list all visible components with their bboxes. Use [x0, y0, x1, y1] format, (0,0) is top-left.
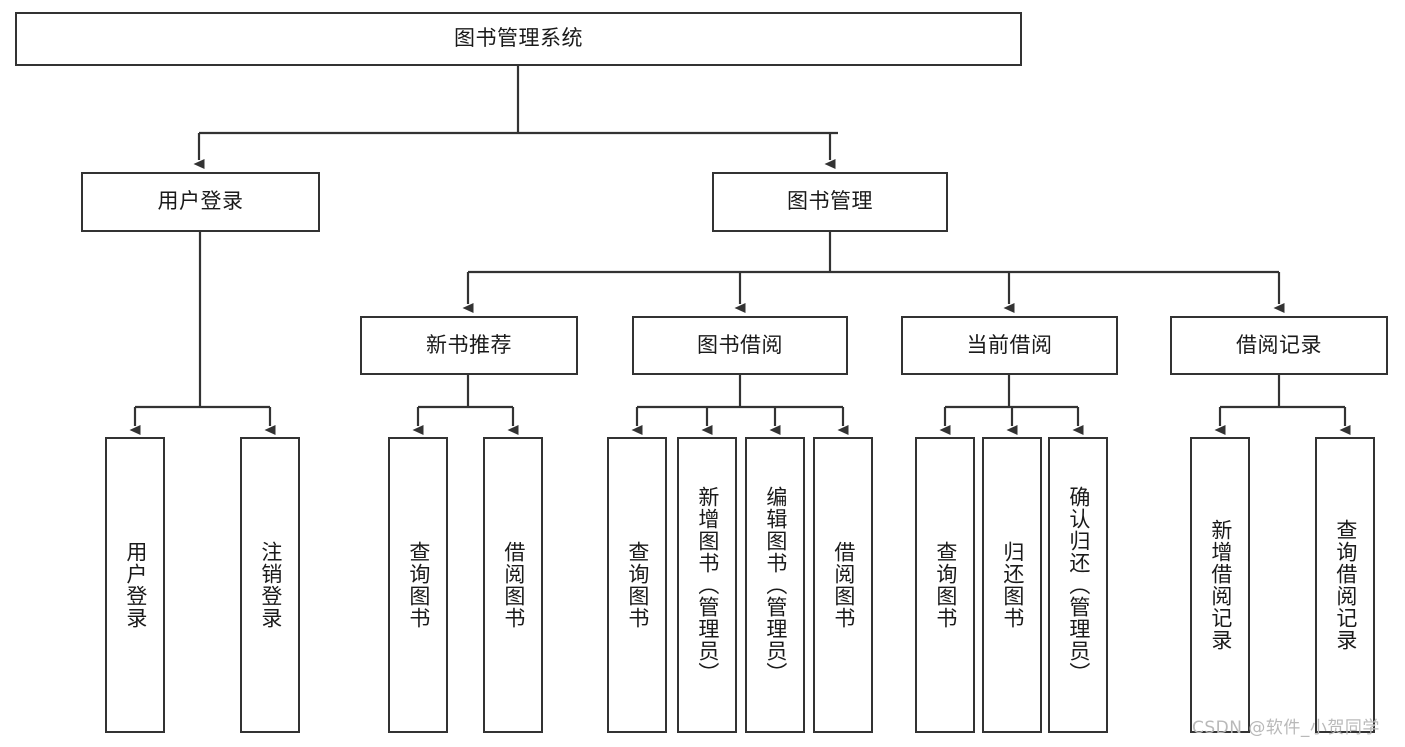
- node-label: 注销登录: [258, 541, 283, 629]
- node-label: 查询图书: [933, 541, 958, 629]
- node-label: 图书借阅: [697, 332, 783, 357]
- node-leaf-add-record[interactable]: 新增借阅记录: [1190, 437, 1250, 733]
- node-leaf-logout[interactable]: 注销登录: [240, 437, 300, 733]
- node-leaf-rec-borrow-book[interactable]: 借阅图书: [483, 437, 543, 733]
- node-label: 图书管理系统: [454, 26, 583, 51]
- node-label: 确认归还（管理员）: [1066, 486, 1091, 684]
- node-label: 新书推荐: [426, 332, 512, 357]
- node-label: 编辑图书（管理员）: [763, 486, 788, 684]
- node-book-borrow[interactable]: 图书借阅: [632, 316, 848, 375]
- node-label: 查询图书: [625, 541, 650, 629]
- node-leaf-confirm-return[interactable]: 确认归还（管理员）: [1048, 437, 1108, 733]
- node-new-book-rec[interactable]: 新书推荐: [360, 316, 578, 375]
- node-root-system[interactable]: 图书管理系统: [15, 12, 1022, 66]
- node-leaf-add-book[interactable]: 新增图书（管理员）: [677, 437, 737, 733]
- node-label: 借阅记录: [1236, 332, 1322, 357]
- node-label: 新增图书（管理员）: [695, 486, 720, 684]
- node-book-manage[interactable]: 图书管理: [712, 172, 948, 232]
- node-leaf-return-book[interactable]: 归还图书: [982, 437, 1042, 733]
- node-label: 用户登录: [123, 541, 148, 629]
- node-leaf-user-login[interactable]: 用户登录: [105, 437, 165, 733]
- node-leaf-borrow-query-book[interactable]: 查询图书: [607, 437, 667, 733]
- node-label: 用户登录: [157, 189, 244, 214]
- node-label: 当前借阅: [966, 332, 1053, 357]
- node-label: 借阅图书: [831, 541, 856, 629]
- node-leaf-rec-query-book[interactable]: 查询图书: [388, 437, 448, 733]
- node-label: 图书管理: [787, 189, 873, 214]
- node-label: 查询借阅记录: [1333, 519, 1358, 651]
- node-leaf-query-record[interactable]: 查询借阅记录: [1315, 437, 1375, 733]
- node-current-borrow[interactable]: 当前借阅: [901, 316, 1118, 375]
- node-leaf-edit-book[interactable]: 编辑图书（管理员）: [745, 437, 805, 733]
- node-leaf-cur-query-book[interactable]: 查询图书: [915, 437, 975, 733]
- csdn-watermark: CSDN @软件_小贺同学: [1192, 718, 1380, 738]
- node-label: 新增借阅记录: [1208, 519, 1233, 651]
- node-user-login[interactable]: 用户登录: [81, 172, 320, 232]
- node-label: 查询图书: [406, 541, 431, 629]
- node-leaf-borrow-book[interactable]: 借阅图书: [813, 437, 873, 733]
- node-borrow-record[interactable]: 借阅记录: [1170, 316, 1388, 375]
- node-label: 归还图书: [1000, 541, 1025, 629]
- node-label: 借阅图书: [501, 541, 526, 629]
